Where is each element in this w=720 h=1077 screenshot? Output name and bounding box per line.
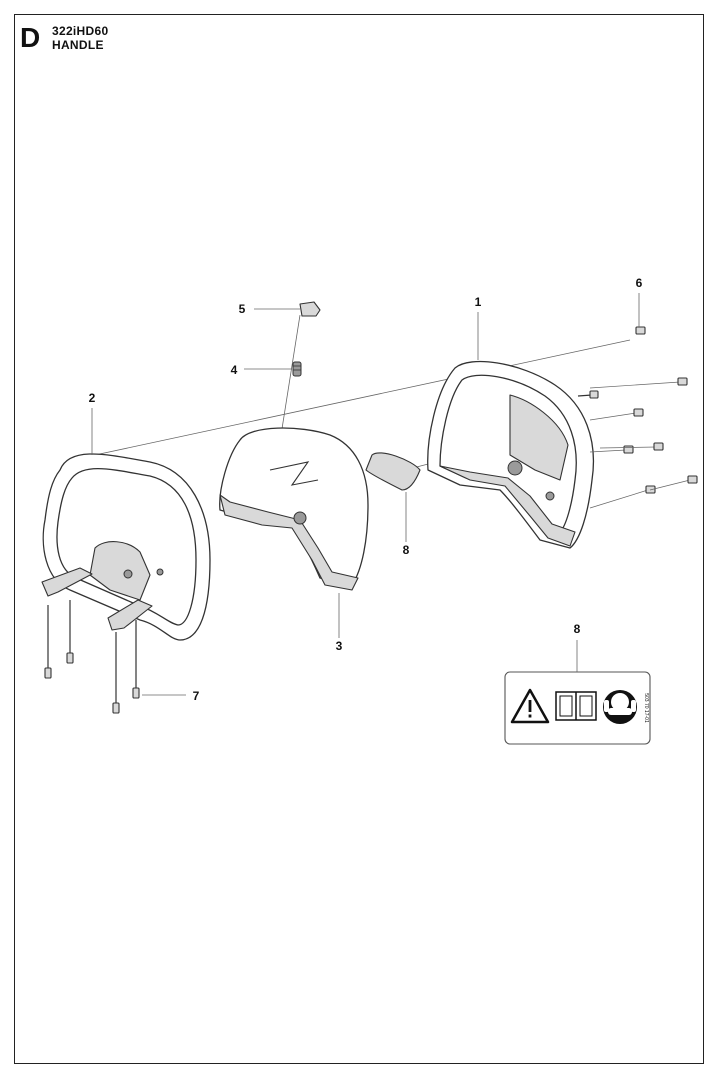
part-5-button <box>299 301 321 317</box>
section-name: HANDLE <box>52 38 104 52</box>
model-number: 322iHD60 <box>52 24 109 38</box>
callout-3: 3 <box>336 639 343 653</box>
warning-triangle-icon <box>510 688 550 724</box>
part-3-handle-half <box>219 427 369 591</box>
callout-4: 4 <box>231 363 238 377</box>
callout-7: 7 <box>193 689 200 703</box>
decal-code: 503 70 17-01 <box>643 693 649 723</box>
protective-gear-icon <box>603 690 637 724</box>
manual-book-icon <box>555 691 597 721</box>
callout-8-decal: 8 <box>574 622 581 636</box>
part-4-spring <box>292 361 302 377</box>
part-8-pad <box>365 452 421 491</box>
part-6-screws <box>577 326 698 509</box>
callout-5: 5 <box>239 302 246 316</box>
section-letter: D <box>20 22 41 53</box>
callout-1: 1 <box>475 295 482 309</box>
callout-2: 2 <box>89 391 96 405</box>
part-1-handle-half <box>427 360 595 549</box>
callout-6: 6 <box>636 276 643 290</box>
assembly-axis-line <box>94 339 631 456</box>
decal-panel: 503 70 17-01 <box>504 671 651 745</box>
page-frame <box>14 14 704 1064</box>
part-2-handle-loop <box>41 453 211 641</box>
callout-8-pad: 8 <box>403 543 410 557</box>
part-7-screws <box>44 600 140 714</box>
